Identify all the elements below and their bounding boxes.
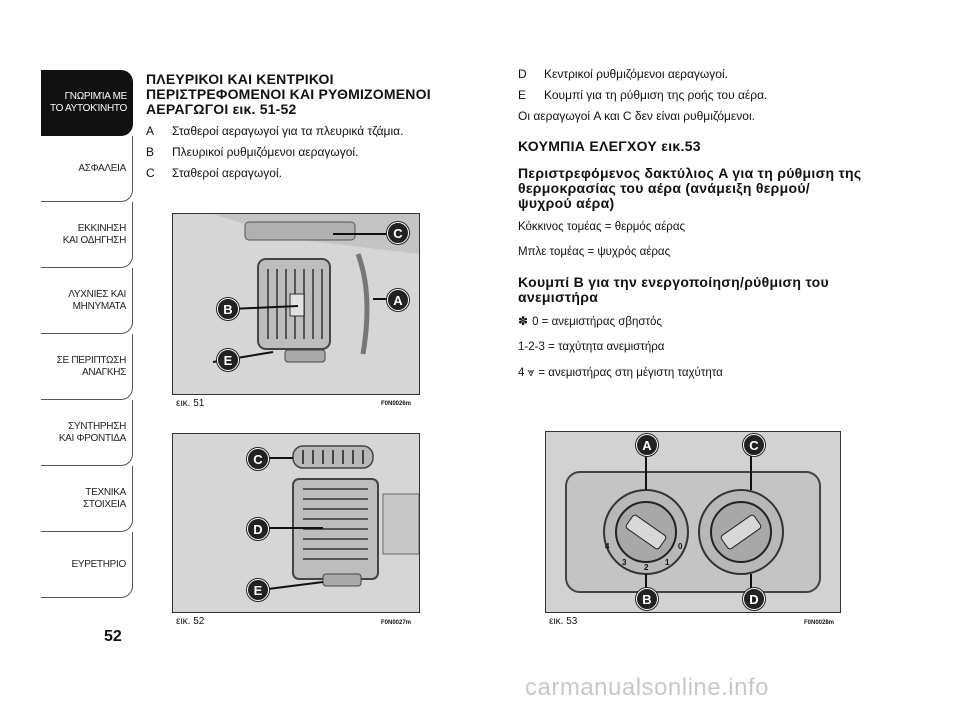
fan-icon: ✽ (518, 314, 529, 328)
figure-52-code: F0N0027m (381, 620, 412, 626)
callout-a: A (387, 289, 409, 311)
figure-51-side-vent: C B A E (172, 213, 420, 395)
section-heading: ΠΛΕΥΡΙΚΟΙ ΚΑΙ ΚΕΝΤΡΙΚΟΙ ΠΕΡΙΣΤΡΕΦΟΜΕΝΟΙ … (146, 71, 431, 117)
dial-number: 3 (622, 558, 627, 567)
temperature-ring-heading: Περιστρεφόμενος δακτύλιος A για τη ρύθμι… (518, 165, 862, 211)
control-panel-illustration (546, 432, 840, 612)
callout-e: E (217, 349, 239, 371)
red-sector-text: Κόκκινος τομέας = θερμός αέρας (518, 221, 686, 233)
callout-b: B (636, 588, 658, 610)
blue-sector-text: Μπλε τομέας = ψυχρός αέρας (518, 246, 671, 258)
max-fan-icon: ⩔ (527, 365, 535, 379)
dial-number: 1 (665, 558, 670, 567)
controls-heading: ΚΟΥΜΠΙΑ ΕΛΕΓΧΟΥ εικ.53 (518, 138, 701, 154)
tab-emergency[interactable]: ΣΕ ΠΕΡΙΠΤΩΣΗ ΑΝΑΓΚΗΣ (41, 334, 133, 400)
callout-c: C (743, 434, 765, 456)
callout-d: D (743, 588, 765, 610)
figure-52-caption: εικ. 52 (176, 616, 205, 627)
note-text: Οι αεραγωγοί A και C δεν είναι ρυθμιζόμε… (518, 109, 755, 123)
fan-off-text: ✽0 = ανεμιστήρας σβηστός (518, 314, 662, 328)
callout-a: A (636, 434, 658, 456)
figure-53-caption: εικ. 53 (549, 616, 578, 627)
dial-number: 2 (644, 563, 649, 572)
tab-safety[interactable]: ΑΣΦΑΛΕΙΑ (41, 136, 133, 202)
figure-53-control-knobs: A C B D 4 3 2 1 0 (545, 431, 841, 613)
tab-maintenance[interactable]: ΣΥΝΤΗΡΗΣΗ ΚΑΙ ΦΡΟΝΤΙΔΑ (41, 400, 133, 466)
tab-lights-messages[interactable]: ΛΥΧΝΙΕΣ ΚΑΙ ΜΗΝΥΜΑΤΑ (41, 268, 133, 334)
tab-getting-to-know[interactable]: ΓΝΩΡΙΜΊΑ ΜΕ ΤΟ ΑΥΤΟΚΊΝΗΤΟ (41, 70, 133, 136)
figure-51-code: F0N0026m (381, 401, 412, 407)
fan-knob-heading: Κουμπί B για την ενεργοποίηση/ρύθμιση το… (518, 274, 829, 305)
callout-c: C (247, 448, 269, 470)
dial-number: 4 (605, 542, 610, 551)
fan-max-text: 4 ⩔= ανεμιστήρας στη μέγιστη ταχύτητα (518, 365, 723, 379)
tab-technical-data[interactable]: ΤΕΧΝΙΚΑ ΣΤΟΙΧΕΙΑ (41, 466, 133, 532)
dial-number: 0 (678, 542, 683, 551)
side-vent-illustration (173, 214, 419, 394)
chapter-tabs: ΓΝΩΡΙΜΊΑ ΜΕ ΤΟ ΑΥΤΟΚΊΝΗΤΟ ΑΣΦΑΛΕΙΑ ΕΚΚΙΝ… (41, 70, 133, 598)
figure-53-code: F0N0028m (804, 620, 835, 626)
center-vent-illustration (173, 434, 419, 612)
tab-index[interactable]: ΕΥΡΕΤΗΡΙΟ (41, 532, 133, 598)
watermark: carmanualsonline.info (525, 674, 769, 701)
tab-starting-driving[interactable]: ΕΚΚΙΝΗΣΗ ΚΑΙ ΟΔΗΓΗΣΗ (41, 202, 133, 268)
callout-b: B (217, 298, 239, 320)
page-number: 52 (104, 628, 122, 645)
callout-e: E (247, 579, 269, 601)
figure-51-caption: εικ. 51 (176, 398, 205, 409)
callout-d: D (247, 518, 269, 540)
left-column: ΠΛΕΥΡΙΚΟΙ ΚΑΙ ΚΕΝΤΡΙΚΟΙ ΠΕΡΙΣΤΡΕΦΟΜΕΝΟΙ … (146, 72, 466, 186)
fan-speed-text: 1-2-3 = ταχύτητα ανεμιστήρα (518, 341, 665, 353)
figure-52-center-vent: C D E (172, 433, 420, 613)
callout-c: C (387, 222, 409, 244)
